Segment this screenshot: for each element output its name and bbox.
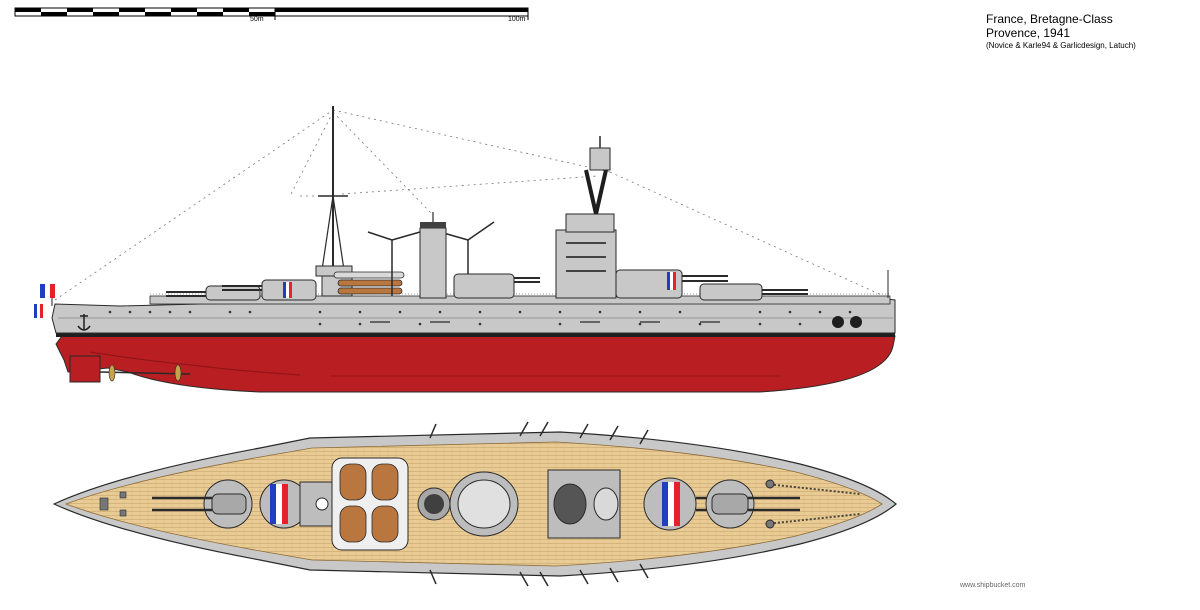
bridge-top xyxy=(547,469,621,539)
casemate-guns xyxy=(429,421,649,587)
midships-turret xyxy=(453,273,540,299)
top-view xyxy=(52,421,897,587)
propeller-icon xyxy=(108,364,116,382)
credits-text: (Novice & Karle94 & Garlicdesign, Latuch… xyxy=(986,41,1136,50)
ship-class-title: France, Bretagne-Class xyxy=(986,12,1113,26)
rudder xyxy=(69,355,101,383)
boat-deck xyxy=(331,457,409,551)
funnel-top xyxy=(417,487,451,521)
fore-superfiring-turret xyxy=(615,269,728,299)
aft-superfiring-turret xyxy=(222,279,317,301)
capstan-icon xyxy=(765,479,775,489)
title-block: France, Bretagne-Class Provence, 1941 (N… xyxy=(986,12,1186,52)
cranes xyxy=(367,221,495,296)
turret-x xyxy=(152,479,253,529)
bridge-tower xyxy=(555,136,617,299)
anchor-icon xyxy=(77,314,91,331)
scale-label-100m: 100m xyxy=(508,16,526,23)
fore-turret xyxy=(699,283,808,301)
side-profile-view xyxy=(34,106,896,393)
jack-flag-icon xyxy=(34,304,43,318)
french-flag-icon xyxy=(40,284,55,298)
boats xyxy=(333,271,405,295)
anchor-icon xyxy=(832,316,862,328)
turret-a xyxy=(705,479,800,529)
rigging xyxy=(54,109,889,301)
funnel xyxy=(419,212,447,299)
propeller-icon xyxy=(174,364,182,382)
website-watermark: www.shipbucket.com xyxy=(960,582,1026,589)
ship-name-title: Provence, 1941 xyxy=(986,26,1071,40)
capstan-icon xyxy=(765,519,775,529)
portholes xyxy=(108,310,852,326)
turret-q xyxy=(449,471,519,537)
scale-bar xyxy=(14,7,529,20)
scale-label-50m: 50m xyxy=(250,16,264,23)
